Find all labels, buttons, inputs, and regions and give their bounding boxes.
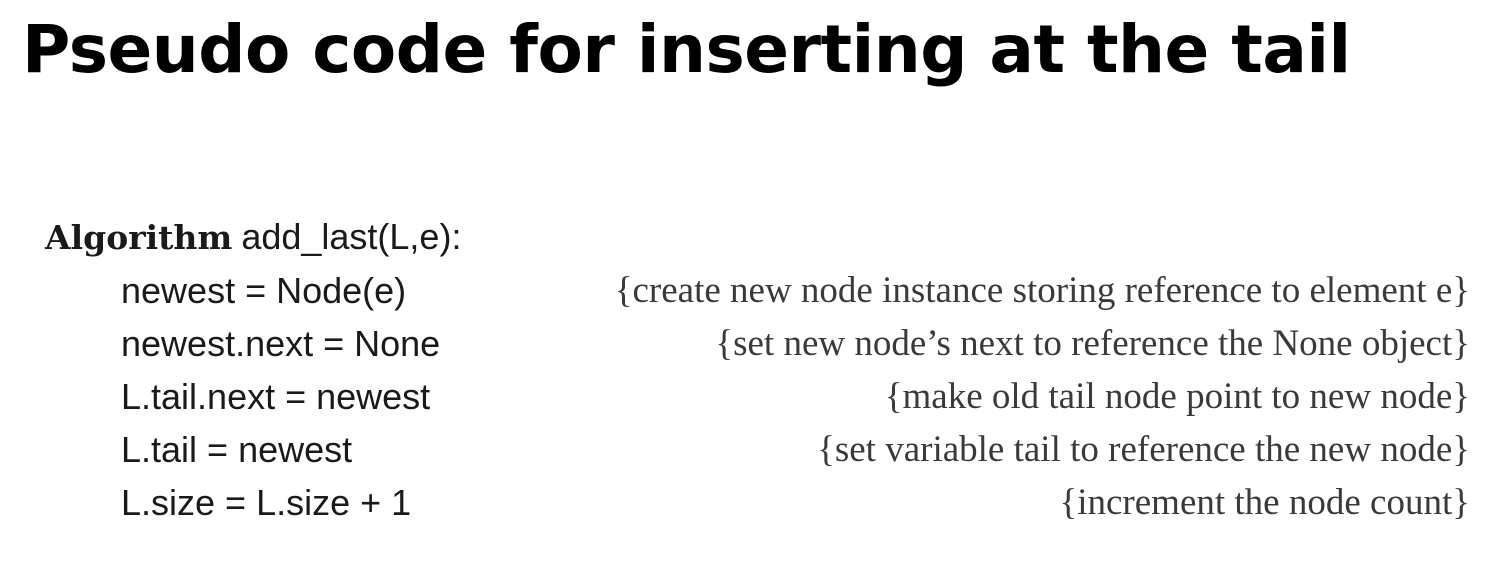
code-comment: {make old tail node point to new node} [884, 376, 1470, 417]
algorithm-keyword: Algorithm [45, 218, 233, 257]
algorithm-line: newest = Node(e) {create new node instan… [121, 264, 1470, 317]
code-comment: {increment the node count} [1059, 482, 1470, 523]
code-statement: newest.next = None [121, 323, 441, 364]
algorithm-signature: add_last(L,e): [241, 216, 462, 257]
code-statement: L.tail = newest [121, 429, 353, 470]
algorithm-line: L.tail = newest {set variable tail to re… [121, 423, 1470, 476]
algorithm-body: newest = Node(e) {create new node instan… [121, 264, 1470, 529]
algorithm-line: newest.next = None {set new node’s next … [121, 317, 1470, 370]
code-comment: {create new node instance storing refere… [614, 270, 1470, 311]
algorithm-line: L.tail.next = newest {make old tail node… [121, 370, 1470, 423]
code-statement: L.size = L.size + 1 [121, 482, 412, 523]
algorithm-block: Algorithm add_last(L,e): newest = Node(e… [45, 210, 1470, 529]
algorithm-line: L.size = L.size + 1 {increment the node … [121, 476, 1470, 529]
code-statement: newest = Node(e) [121, 270, 407, 311]
code-comment: {set new node’s next to reference the No… [715, 323, 1470, 364]
slide-title: Pseudo code for inserting at the tail [22, 11, 1351, 88]
code-comment: {set variable tail to reference the new … [817, 429, 1470, 470]
algorithm-header: Algorithm add_last(L,e): [45, 210, 1470, 264]
code-statement: L.tail.next = newest [121, 376, 431, 417]
